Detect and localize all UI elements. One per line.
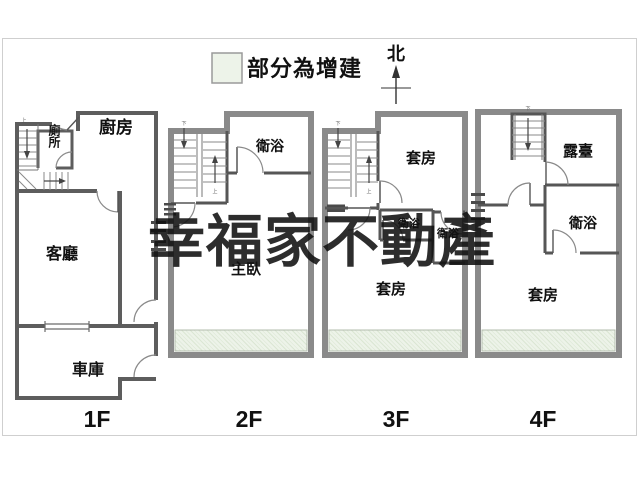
door-arcs-1f <box>52 116 157 378</box>
door-arcs-4f <box>507 161 577 254</box>
room-label-bathroom-2f: 衛浴 <box>255 138 285 154</box>
window-symbol <box>327 204 345 212</box>
image-frame <box>2 38 637 436</box>
room-label-master-bedroom: 主臥 <box>231 260 262 278</box>
outer-walls-3f <box>322 111 468 358</box>
door-arcs-3f <box>347 180 464 241</box>
staircase-2f: 下 上 <box>173 121 227 197</box>
stair-direction-label: 下 <box>335 121 340 127</box>
legend-annex-swatch <box>211 52 243 84</box>
room-label-suite-3f-top: 套房 <box>405 149 436 167</box>
walls-1f <box>15 111 158 400</box>
room-label-living-room: 客廳 <box>46 244 78 263</box>
stair-direction-label: 上 <box>366 188 371 195</box>
room-label-bathroom-3f-right: 衛浴 <box>436 226 460 240</box>
watermark: 幸福家不動產 <box>148 210 496 274</box>
inner-walls-3f <box>325 131 465 265</box>
stair-direction-label: 下 <box>181 121 186 127</box>
window-symbol <box>471 193 485 220</box>
outer-walls-4f <box>475 109 622 358</box>
legend-label: 部分為增建 <box>247 56 362 81</box>
inner-walls-2f <box>196 131 311 205</box>
floor-2f: 下 上 衛浴 主臥 2F <box>164 111 314 432</box>
room-label-toilet: 廁所 <box>47 123 61 149</box>
floor-label-2f: 2F <box>236 406 263 432</box>
window-symbol <box>151 221 166 251</box>
floor-label-1f: 1F <box>84 406 111 432</box>
room-label-bathroom-4f: 衛浴 <box>568 215 598 231</box>
room-label-terrace: 露臺 <box>563 142 593 160</box>
room-label-suite-3f-bottom: 套房 <box>375 280 406 298</box>
floor-4f: 下 露臺 衛浴 套房 4F <box>471 106 622 432</box>
annex-area-2f <box>174 329 308 352</box>
room-label-garage: 車庫 <box>72 360 104 379</box>
staircase-4f: 下 <box>512 106 545 160</box>
room-label-bathroom-3f-left: 衛浴 <box>397 216 421 230</box>
stair-direction-label: 上 <box>21 117 26 124</box>
annex-area-3f <box>328 329 462 352</box>
inner-walls-4f <box>478 112 619 255</box>
stair-direction-label: 下 <box>525 106 530 112</box>
window-symbol <box>164 203 176 216</box>
legend: 部分為增建 <box>211 52 362 84</box>
floor-label-3f: 3F <box>383 406 410 432</box>
north-arrow-icon <box>381 65 411 104</box>
floor-3f: 下 上 套房 衛浴 衛浴 套房 3F <box>322 111 468 432</box>
staircase-3f: 下 上 <box>327 121 378 197</box>
north-compass: 北 <box>381 44 411 104</box>
window-symbol <box>44 321 90 332</box>
stair-direction-label: 上 <box>212 188 217 195</box>
annex-area-4f <box>481 329 616 352</box>
outer-walls-2f <box>168 111 314 358</box>
room-label-kitchen: 廚房 <box>99 117 133 137</box>
floor-1f: 上 廚房 廁所 客廳 車庫 1F <box>15 111 166 432</box>
north-label: 北 <box>387 44 405 64</box>
room-label-suite-4f: 套房 <box>527 286 558 304</box>
staircase-1f: 上 <box>17 117 69 190</box>
floor-label-4f: 4F <box>530 406 557 432</box>
